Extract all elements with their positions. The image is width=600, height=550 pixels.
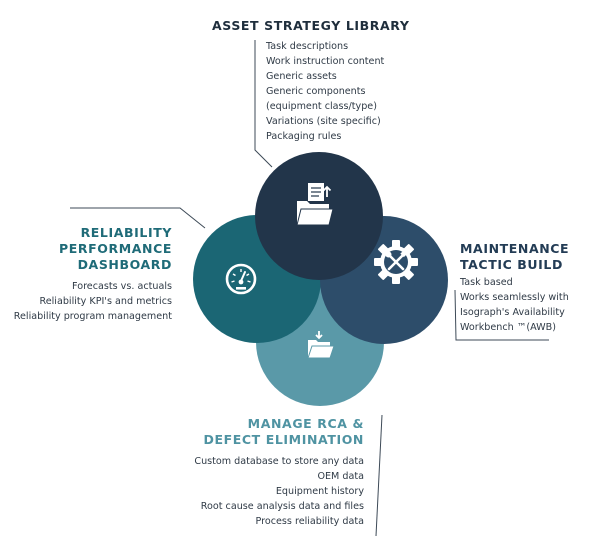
list-item: Reliability KPI's and metrics bbox=[39, 296, 172, 307]
folder-download-icon bbox=[307, 331, 335, 359]
reliability-dashboard-section: RELIABILITY PERFORMANCE DASHBOARD Foreca… bbox=[14, 225, 172, 324]
gear-wrench-icon bbox=[374, 240, 418, 284]
gauge-icon bbox=[225, 263, 257, 295]
list-item: Custom database to store any data bbox=[194, 456, 364, 467]
list-item: Works seamlessly with bbox=[460, 292, 569, 303]
asset-strategy-section: ASSET STRATEGY LIBRARY bbox=[212, 18, 409, 34]
list-item: Workbench ™(AWB) bbox=[460, 322, 556, 333]
list-item: Packaging rules bbox=[266, 131, 342, 142]
list-item: Isograph's Availability bbox=[460, 307, 565, 318]
reliability-title-line2: PERFORMANCE bbox=[58, 241, 172, 256]
maintenance-title-line1: MAINTENANCE bbox=[460, 241, 570, 256]
list-item: Generic assets bbox=[266, 71, 337, 82]
folder-upload-icon bbox=[296, 183, 334, 226]
rca-title-line1: MANAGE RCA & bbox=[247, 416, 364, 431]
reliability-title-line1: RELIABILITY bbox=[80, 225, 172, 240]
list-item: Task descriptions bbox=[266, 41, 349, 52]
maintenance-tactic-section: MAINTENANCE TACTIC BUILD Task based Work… bbox=[460, 241, 569, 335]
list-item: Variations (site specific) bbox=[266, 116, 381, 127]
list-item: Equipment history bbox=[275, 486, 364, 497]
list-item: Process reliability data bbox=[255, 516, 364, 527]
connector-asset-strategy bbox=[254, 40, 273, 168]
list-item: OEM data bbox=[317, 471, 364, 482]
list-item: (equipment class/type) bbox=[266, 101, 377, 112]
reliability-title-line3: DASHBOARD bbox=[77, 257, 172, 272]
list-item: Task based bbox=[460, 277, 513, 288]
list-item: Generic components bbox=[266, 86, 366, 97]
list-item: Work instruction content bbox=[266, 56, 385, 67]
connector-rca bbox=[375, 414, 383, 537]
maintenance-title-line2: TACTIC BUILD bbox=[460, 257, 563, 272]
list-item: Root cause analysis data and files bbox=[200, 501, 364, 512]
rca-title-line2: DEFECT ELIMINATION bbox=[203, 432, 364, 447]
list-item: Reliability program management bbox=[13, 311, 172, 322]
asset-strategy-title: ASSET STRATEGY LIBRARY bbox=[212, 18, 410, 33]
connector-maintenance bbox=[454, 289, 549, 341]
asset-strategy-list: Task descriptions Work instruction conte… bbox=[266, 39, 384, 144]
manage-rca-section: MANAGE RCA & DEFECT ELIMINATION Custom d… bbox=[194, 416, 364, 529]
connector-lines bbox=[70, 40, 549, 537]
list-item: Forecasts vs. actuals bbox=[72, 281, 172, 292]
connector-reliability bbox=[70, 207, 206, 229]
